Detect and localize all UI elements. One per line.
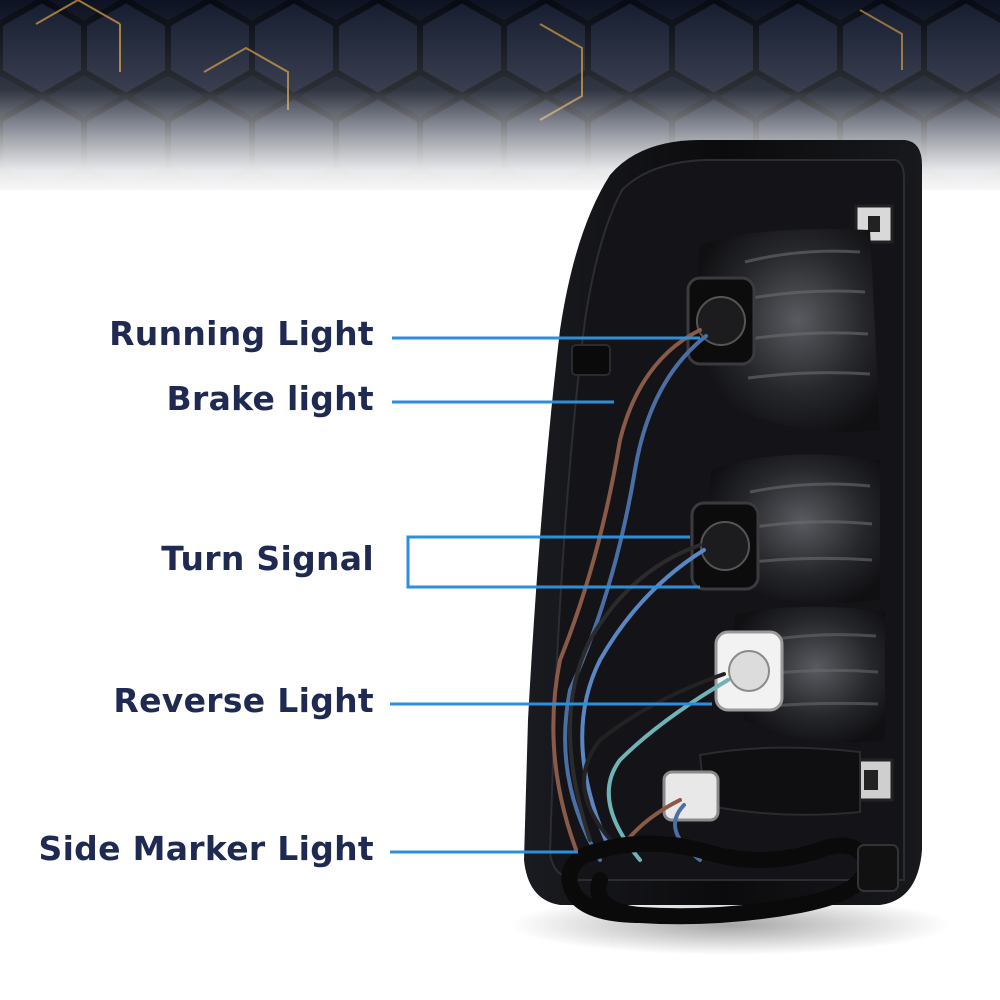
turn-signal-label: Turn Signal — [161, 539, 374, 578]
leader-lines — [390, 336, 712, 854]
brake-light-label: Brake light — [166, 379, 374, 418]
reverse-light-label: Reverse Light — [113, 681, 374, 720]
running-light-label: Running Light — [109, 314, 374, 353]
hexagon-background — [0, 0, 1000, 200]
wiring-harness — [551, 328, 730, 862]
wire-loom — [561, 835, 899, 925]
turn-signal-leader — [406, 535, 700, 589]
side-marker-light-label: Side Marker Light — [38, 829, 374, 868]
bulb-sockets — [662, 276, 784, 822]
